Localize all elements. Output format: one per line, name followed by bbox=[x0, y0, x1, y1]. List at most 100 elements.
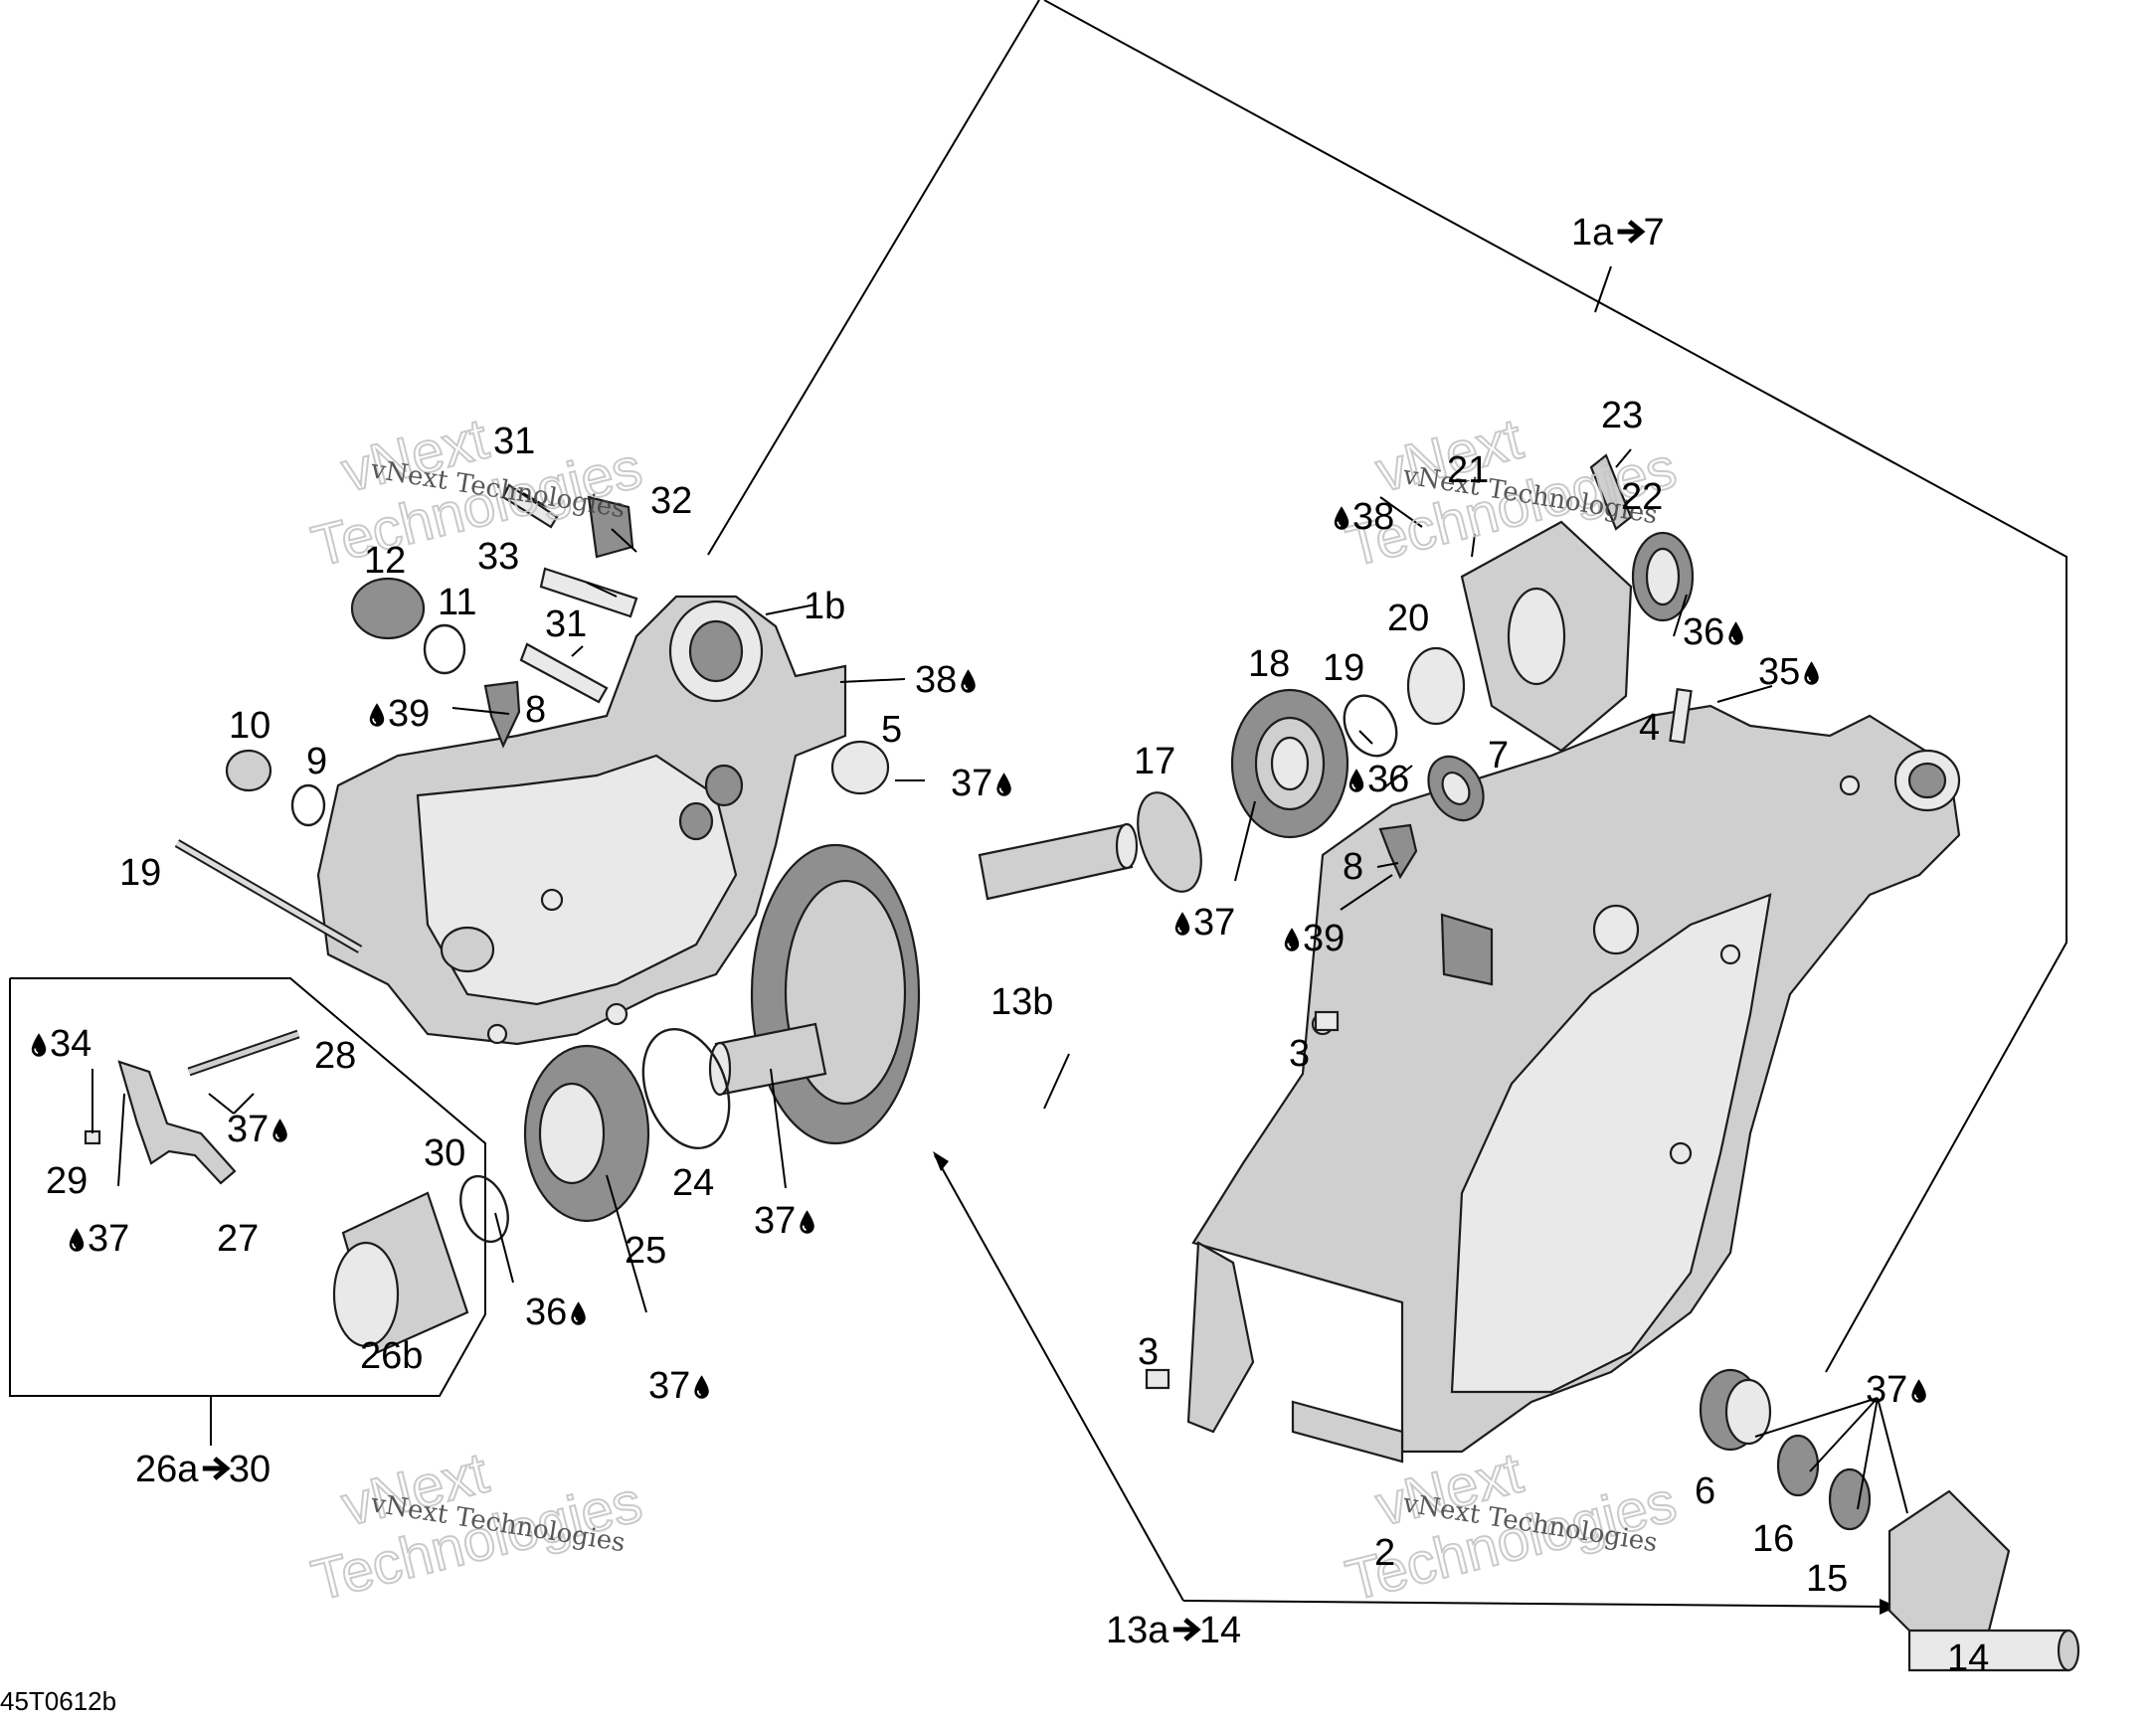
part-callout: 27 bbox=[217, 1218, 259, 1260]
part-callout: 3 bbox=[1289, 1033, 1310, 1075]
oil-drop-icon bbox=[1173, 911, 1191, 937]
callout-number: 37 bbox=[227, 1109, 269, 1150]
callout-number: 21 bbox=[1447, 449, 1489, 491]
part-callout: 39 bbox=[1283, 918, 1345, 959]
oil-drop-icon bbox=[799, 1209, 815, 1235]
part-callout: 11 bbox=[438, 582, 476, 623]
part-callout: 6 bbox=[1695, 1470, 1715, 1512]
part-callout: 7 bbox=[1488, 735, 1509, 776]
part-callout: 8 bbox=[1343, 846, 1363, 888]
callout-number: 20 bbox=[1387, 598, 1429, 639]
callout-number: 17 bbox=[1134, 741, 1175, 782]
part-callout: 21 bbox=[1447, 449, 1489, 491]
right-housing-1a bbox=[1186, 704, 1961, 1463]
callout-number: 25 bbox=[625, 1230, 666, 1272]
callout-number: 24 bbox=[672, 1162, 714, 1204]
callout-number: 23 bbox=[1601, 395, 1643, 436]
part-callout: 13b bbox=[990, 981, 1053, 1023]
oil-drop-icon bbox=[570, 1300, 587, 1326]
part-callout: 38 bbox=[1333, 496, 1394, 538]
callout-number: 5 bbox=[881, 709, 902, 751]
part-callout: 14 bbox=[1947, 1637, 1989, 1679]
callout-number: 30 bbox=[424, 1132, 465, 1174]
oil-drop-icon bbox=[1348, 768, 1365, 793]
callout-number: 33 bbox=[477, 536, 519, 578]
part-callout: 36 bbox=[1683, 611, 1744, 653]
callout-number: 36 bbox=[525, 1291, 567, 1333]
oil-drop-icon bbox=[995, 772, 1012, 797]
callout-number: 38 bbox=[1352, 496, 1394, 538]
callout-number: 37 bbox=[1866, 1369, 1907, 1411]
part-callout: 3 bbox=[1138, 1331, 1159, 1373]
callout-number: 38 bbox=[915, 659, 957, 701]
part-callout: 37 bbox=[68, 1218, 129, 1260]
oil-drop-icon bbox=[1333, 505, 1350, 531]
part-callout: 37 bbox=[227, 1109, 288, 1150]
part-callout: 32 bbox=[650, 480, 692, 522]
callout-number: 18 bbox=[1248, 643, 1290, 685]
assembly-bracket-lines bbox=[9, 0, 2067, 1615]
callout-number: 4 bbox=[1639, 707, 1660, 749]
part-callout: 26b bbox=[360, 1335, 423, 1377]
callout-number: 31 bbox=[493, 421, 535, 462]
callout-number: 37 bbox=[951, 763, 992, 804]
callout-number: 6 bbox=[1695, 1470, 1715, 1512]
callout-number: 1a bbox=[1571, 212, 1614, 254]
part-callout: 37 bbox=[754, 1200, 815, 1242]
part-callout: 13a 14 bbox=[1106, 1610, 1241, 1651]
part-callout: 2 bbox=[1374, 1532, 1395, 1574]
callout-number: 13b bbox=[990, 981, 1053, 1023]
part-callout: 36 bbox=[525, 1291, 587, 1333]
part-callout: 19 bbox=[119, 852, 161, 894]
part-callout: 23 bbox=[1601, 395, 1643, 436]
part-callout: 37 bbox=[951, 763, 1012, 804]
part-callout: 20 bbox=[1387, 598, 1429, 639]
part-callout: 9 bbox=[306, 741, 327, 782]
oil-drop-icon bbox=[1803, 660, 1820, 686]
callout-number: 16 bbox=[1752, 1518, 1794, 1560]
part-callout: 31 bbox=[493, 421, 535, 462]
callout-number: 14 bbox=[1947, 1637, 1989, 1679]
right-arrow-icon bbox=[1172, 1618, 1201, 1641]
part-callout: 37 bbox=[1866, 1369, 1927, 1411]
part-callout: 8 bbox=[525, 689, 546, 731]
callout-number: 35 bbox=[1758, 651, 1800, 693]
oil-drop-icon bbox=[271, 1118, 288, 1143]
part-callout: 5 bbox=[881, 709, 902, 751]
callout-number: 1b bbox=[804, 586, 845, 627]
callout-number: 13a bbox=[1106, 1610, 1169, 1651]
shaft-13b bbox=[708, 822, 1139, 1145]
callout-number: 14 bbox=[1199, 1610, 1241, 1651]
oil-drop-icon bbox=[68, 1227, 86, 1253]
part-callout: 19 bbox=[1323, 647, 1364, 689]
part-callout: 18 bbox=[1248, 643, 1290, 685]
callout-number: 36 bbox=[1683, 611, 1724, 653]
oil-drop-icon bbox=[1283, 927, 1301, 952]
callout-number: 37 bbox=[1193, 902, 1235, 944]
part-callout: 17 bbox=[1134, 741, 1175, 782]
callout-number: 15 bbox=[1806, 1558, 1848, 1600]
part-callout: 29 bbox=[46, 1160, 88, 1202]
right-arrow-icon bbox=[1617, 220, 1646, 244]
callout-number: 10 bbox=[229, 705, 270, 747]
leader-lines bbox=[91, 448, 1908, 1514]
part-callout: 24 bbox=[672, 1162, 714, 1204]
left-housing-1b bbox=[316, 595, 847, 1046]
callout-number: 3 bbox=[1138, 1331, 1159, 1373]
callout-number: 8 bbox=[525, 689, 546, 731]
part-callout: 31 bbox=[545, 603, 587, 645]
oil-drop-icon bbox=[1910, 1378, 1927, 1404]
callout-number: 29 bbox=[46, 1160, 88, 1202]
part-callout: 34 bbox=[30, 1023, 91, 1065]
callout-number: 19 bbox=[1323, 647, 1364, 689]
callout-number: 31 bbox=[545, 603, 587, 645]
callout-number: 27 bbox=[217, 1218, 259, 1260]
callout-number: 7 bbox=[1488, 735, 1509, 776]
callout-number: 37 bbox=[88, 1218, 129, 1260]
callout-number: 26b bbox=[360, 1335, 423, 1377]
oil-drop-icon bbox=[693, 1374, 710, 1400]
